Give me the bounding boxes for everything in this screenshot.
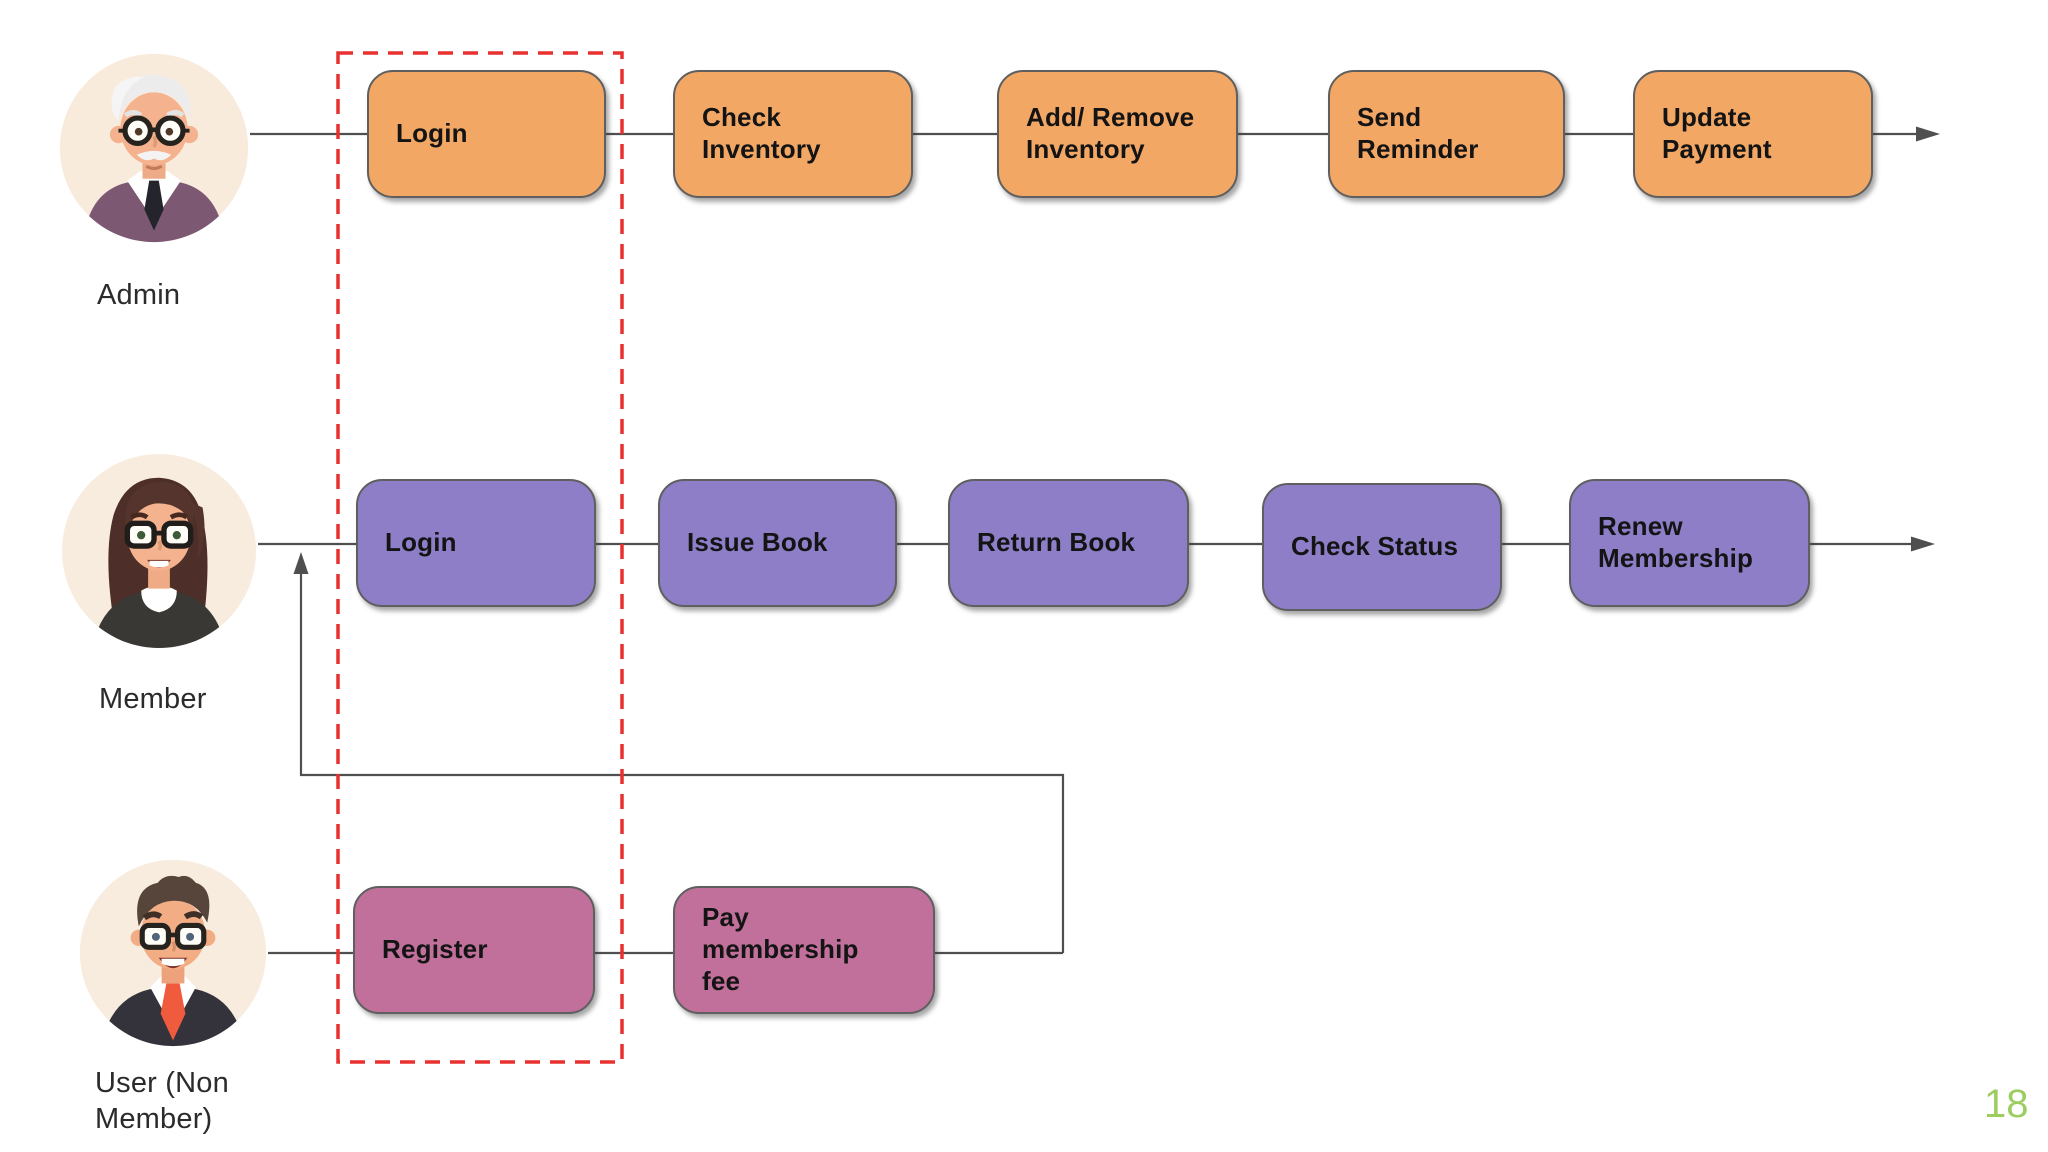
step-member-check-status: Check Status: [1262, 483, 1502, 611]
avatar-user-non-member: [78, 858, 268, 1048]
step-label: Pay membership fee: [702, 902, 859, 996]
admin-avatar-icon: [59, 53, 249, 243]
member-avatar-icon: [61, 453, 257, 649]
actor-label-member: Member: [99, 683, 207, 715]
step-label: Issue Book: [687, 527, 828, 558]
step-admin-check-inventory: Check Inventory: [673, 70, 913, 198]
step-label: Update Payment: [1662, 102, 1772, 164]
step-admin-update-payment: Update Payment: [1633, 70, 1873, 198]
avatar-admin: [58, 52, 250, 244]
page-number: 18: [1984, 1082, 2029, 1126]
step-user-pay-membership-fee: Pay membership fee: [673, 886, 935, 1014]
step-label: Return Book: [977, 527, 1136, 558]
step-member-issue-book: Issue Book: [658, 479, 897, 607]
step-member-return-book: Return Book: [948, 479, 1189, 607]
step-admin-send-reminder: Send Reminder: [1328, 70, 1565, 198]
step-label: Register: [382, 934, 488, 965]
arrowheads: [293, 126, 1940, 574]
login-column-highlight: [336, 51, 624, 1064]
step-label: Login: [385, 527, 457, 558]
arrow-up-icon: [293, 552, 309, 574]
step-admin-login: Login: [367, 70, 606, 198]
step-label: Login: [396, 118, 468, 149]
step-label: Check Status: [1291, 531, 1459, 562]
step-user-register: Register: [353, 886, 595, 1014]
step-member-login: Login: [356, 479, 596, 607]
step-label: Send Reminder: [1357, 102, 1479, 164]
actor-label-user-non-member: User (Non Member): [95, 1067, 229, 1135]
step-label: Renew Membership: [1598, 511, 1754, 573]
step-admin-add-remove-inventory: Add/ Remove Inventory: [997, 70, 1238, 198]
step-label: Add/ Remove Inventory: [1026, 102, 1195, 164]
step-label: Check Inventory: [702, 102, 821, 164]
step-member-renew-membership: Renew Membership: [1569, 479, 1810, 607]
arrow-right-icon: [1916, 126, 1940, 142]
feedback-loop-line: [299, 560, 1065, 953]
avatar-member: [60, 452, 258, 650]
user-avatar-icon: [79, 859, 267, 1047]
arrow-right-icon: [1911, 536, 1935, 552]
actor-label-admin: Admin: [97, 279, 181, 311]
